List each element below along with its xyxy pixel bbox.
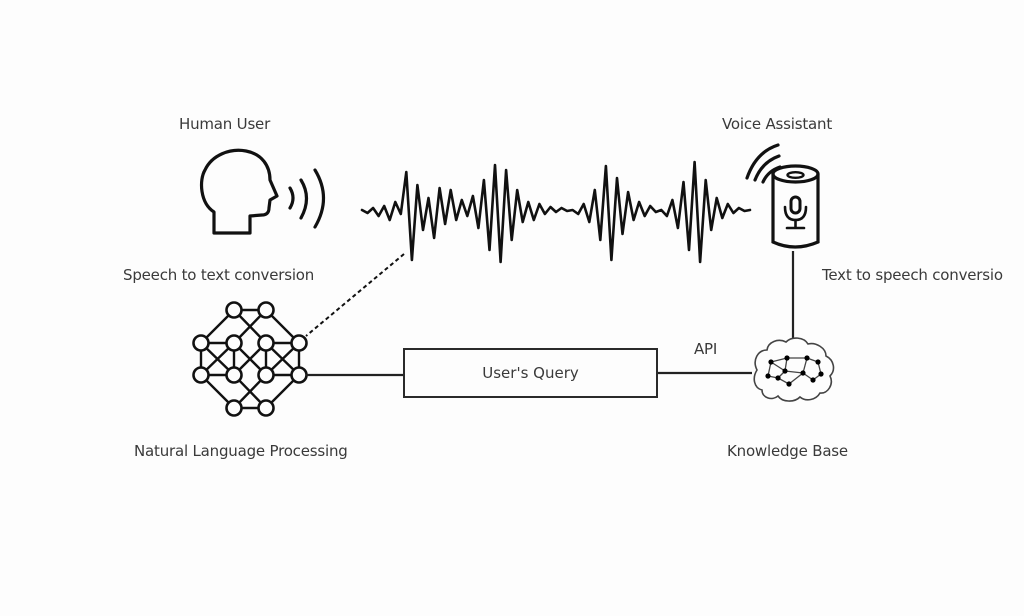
brain-link [770,357,788,363]
nn-node [225,366,243,384]
nn-node [290,334,308,352]
speech-to-text-label: Speech to text conversion [123,266,315,284]
nn-node [257,334,275,352]
brain-node [786,381,792,387]
nn-node [225,301,243,319]
brain-node [782,368,788,374]
audio-waveform-icon [360,160,752,264]
brain-node [815,359,821,365]
voice-assistant-label: Voice Assistant [722,115,833,133]
speaking-head-icon [199,148,279,235]
nn-node [192,334,210,352]
nlp-label: Natural Language Processing [134,442,348,460]
brain-node [768,359,774,365]
api-label: API [694,340,718,358]
brain-node [810,377,816,383]
nn-node [192,366,210,384]
brain-node [818,371,824,377]
sound-waves-icon [288,168,326,229]
nn-node [257,366,275,384]
smart-speaker-microphone-icon [745,143,820,249]
text-to-speech-label: Text to speech conversio [822,266,1003,284]
nn-node [225,334,243,352]
knowledge-base-label: Knowledge Base [727,442,848,460]
brain-node [765,373,771,379]
speech-to-text-connector [305,253,405,337]
brain-link [770,361,786,372]
brain-link [784,370,804,374]
nn-node [290,366,308,384]
brain-node [775,375,781,381]
nn-node [257,399,275,417]
brain-node [784,355,790,361]
users-query-box: User's Query [403,348,658,398]
neural-network-icon [192,301,308,417]
nn-node [225,399,243,417]
brain-link [788,372,804,385]
brain-node [800,370,806,376]
nn-node [257,301,275,319]
brain-node [804,355,810,361]
brain-network-icon [753,337,835,402]
human-user-label: Human User [179,115,271,133]
users-query-label: User's Query [482,364,579,382]
